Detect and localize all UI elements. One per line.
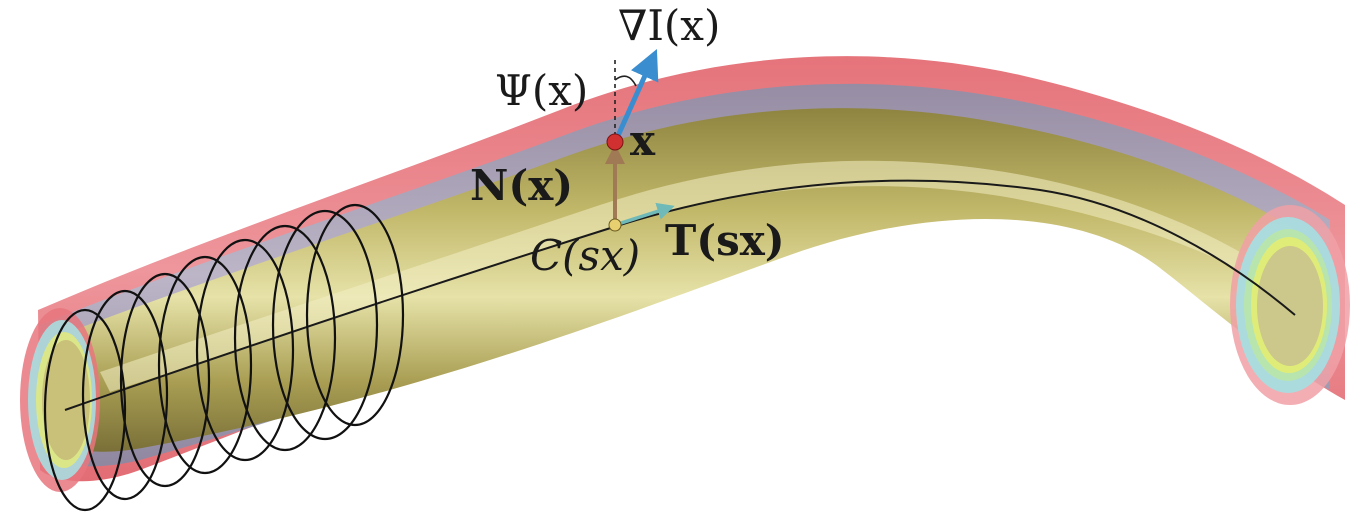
left-end-cap	[20, 308, 100, 492]
angle-label: Ψ(x)	[495, 66, 588, 115]
point-label: x	[630, 116, 656, 165]
point-x-marker	[606, 133, 624, 151]
centerline-label: C(sx)	[530, 231, 640, 280]
normal-label: N(x)	[470, 161, 573, 210]
tangent-arrow-icon	[614, 202, 675, 227]
inner-tube	[48, 108, 1310, 452]
tangent-label: T(sx)	[665, 216, 785, 265]
centerline-point-marker	[608, 218, 622, 232]
centerline-curve	[64, 179, 1296, 411]
right-end-cap	[1230, 205, 1350, 405]
gradient-arrow-icon	[614, 49, 659, 140]
helix-rings	[43, 203, 405, 512]
angle-arc	[614, 75, 637, 87]
gradient-label: ∇I(x)	[618, 1, 720, 50]
